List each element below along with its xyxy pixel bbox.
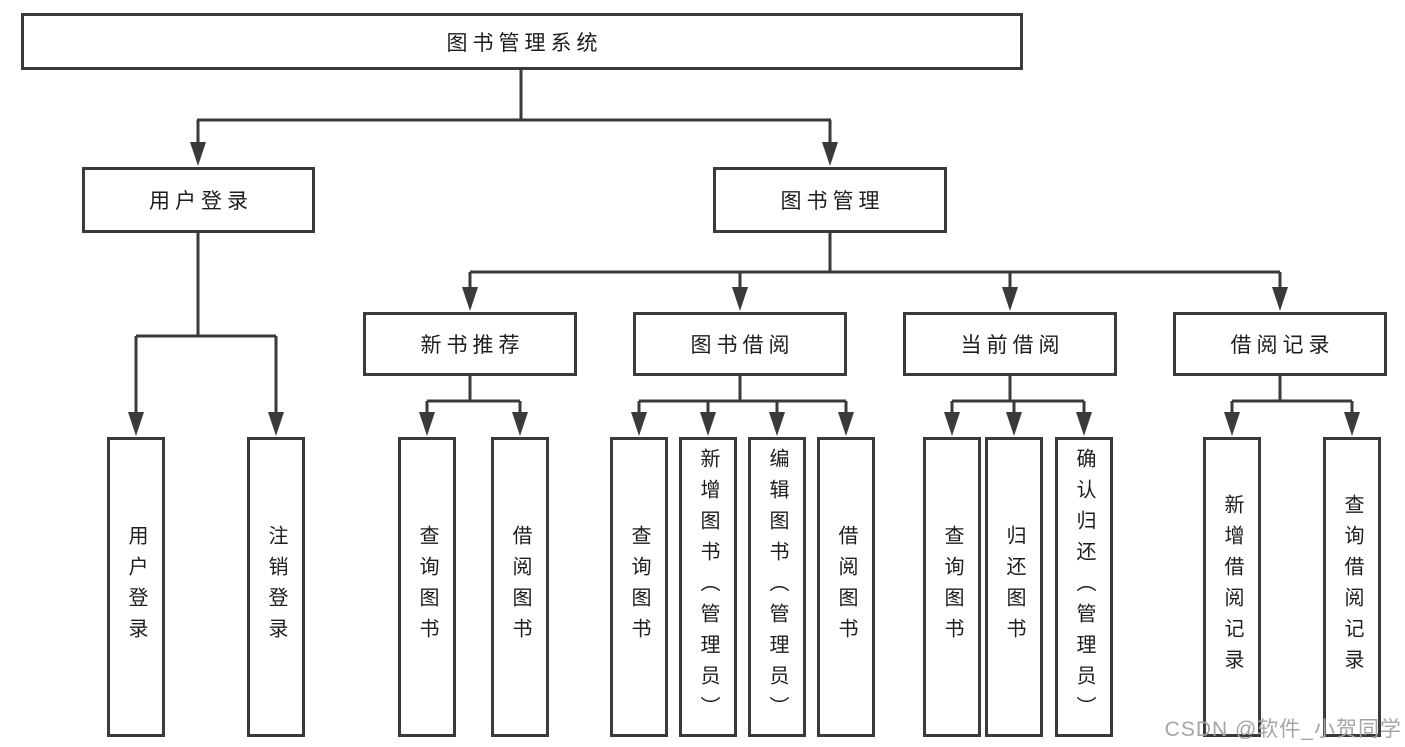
leaf-query-books-borrow: 查询图书: [610, 437, 668, 737]
leaf-query-books-recommend: 查询图书: [398, 437, 456, 737]
node-current-borrow-label: 当前借阅: [960, 334, 1065, 357]
csdn-watermark: CSDN @软件_小贺同学: [1164, 718, 1402, 741]
leaf-confirm-return-admin-label: 确认归还（管理员）: [1073, 447, 1095, 727]
connector-book-management-to-level3: [468, 233, 1282, 290]
leaf-borrow-books-label: 借阅图书: [835, 525, 857, 649]
node-book-management: 图书管理: [713, 167, 947, 233]
leaf-user-login: 用户登录: [107, 437, 165, 737]
connector-root-to-level2: [196, 70, 832, 145]
node-current-borrow: 当前借阅: [903, 312, 1117, 376]
connector-lines: [134, 70, 1354, 415]
leaf-add-borrow-record: 新增借阅记录: [1203, 437, 1261, 737]
node-user-login: 用户登录: [82, 167, 315, 233]
leaf-return-books: 归还图书: [985, 437, 1043, 737]
node-new-book-recommend: 新书推荐: [363, 312, 577, 376]
arrowheads-borrow-record-leaves: [1224, 412, 1360, 436]
connector-book-borrow-to-leaves: [637, 376, 848, 415]
node-book-management-label: 图书管理: [780, 190, 885, 213]
node-borrow-record-label: 借阅记录: [1230, 334, 1335, 357]
leaf-edit-books-admin-label: 编辑图书（管理员）: [766, 447, 788, 727]
node-root: 图书管理系统: [21, 13, 1023, 70]
leaf-query-books-current: 查询图书: [923, 437, 981, 737]
node-new-book-recommend-label: 新书推荐: [420, 334, 525, 357]
leaf-query-books-current-label: 查询图书: [941, 525, 963, 649]
arrowheads-current-borrow-leaves: [944, 412, 1092, 436]
arrowheads-level2: [190, 142, 838, 166]
leaf-add-borrow-record-label: 新增借阅记录: [1221, 494, 1243, 680]
leaf-query-books-recommend-label: 查询图书: [416, 525, 438, 649]
connector-current-borrow-to-leaves: [950, 376, 1086, 415]
connector-borrow-record-to-leaves: [1230, 376, 1354, 415]
leaf-query-books-borrow-label: 查询图书: [628, 525, 650, 649]
connector-new-book-recommend-to-leaves: [425, 376, 522, 415]
arrowheads-book-borrow-leaves: [631, 412, 854, 436]
node-user-login-label: 用户登录: [149, 190, 253, 213]
leaf-query-borrow-record: 查询借阅记录: [1323, 437, 1381, 737]
node-borrow-record: 借阅记录: [1173, 312, 1387, 376]
leaf-return-books-label: 归还图书: [1003, 525, 1025, 649]
leaf-logout-label: 注销登录: [265, 525, 287, 649]
leaf-confirm-return-admin: 确认归还（管理员）: [1055, 437, 1113, 737]
arrowheads-level3: [462, 287, 1288, 311]
leaf-logout: 注销登录: [247, 437, 305, 737]
connector-user-login-to-leaves: [134, 233, 278, 415]
leaf-add-books-admin-label: 新增图书（管理员）: [697, 447, 719, 727]
leaf-borrow-books: 借阅图书: [817, 437, 875, 737]
node-root-label: 图书管理系统: [446, 31, 603, 55]
arrowheads-new-book-recommend-leaves: [419, 412, 528, 436]
leaf-borrow-books-recommend-label: 借阅图书: [509, 525, 531, 649]
leaf-edit-books-admin: 编辑图书（管理员）: [748, 437, 806, 737]
arrowheads: [128, 142, 1360, 436]
node-book-borrow-label: 图书借阅: [690, 334, 795, 357]
node-book-borrow: 图书借阅: [633, 312, 847, 376]
arrowheads-user-login-leaves: [128, 412, 284, 436]
leaf-user-login-label: 用户登录: [125, 525, 147, 649]
leaf-query-borrow-record-label: 查询借阅记录: [1341, 494, 1363, 680]
leaf-borrow-books-recommend: 借阅图书: [491, 437, 549, 737]
leaf-add-books-admin: 新增图书（管理员）: [679, 437, 737, 737]
